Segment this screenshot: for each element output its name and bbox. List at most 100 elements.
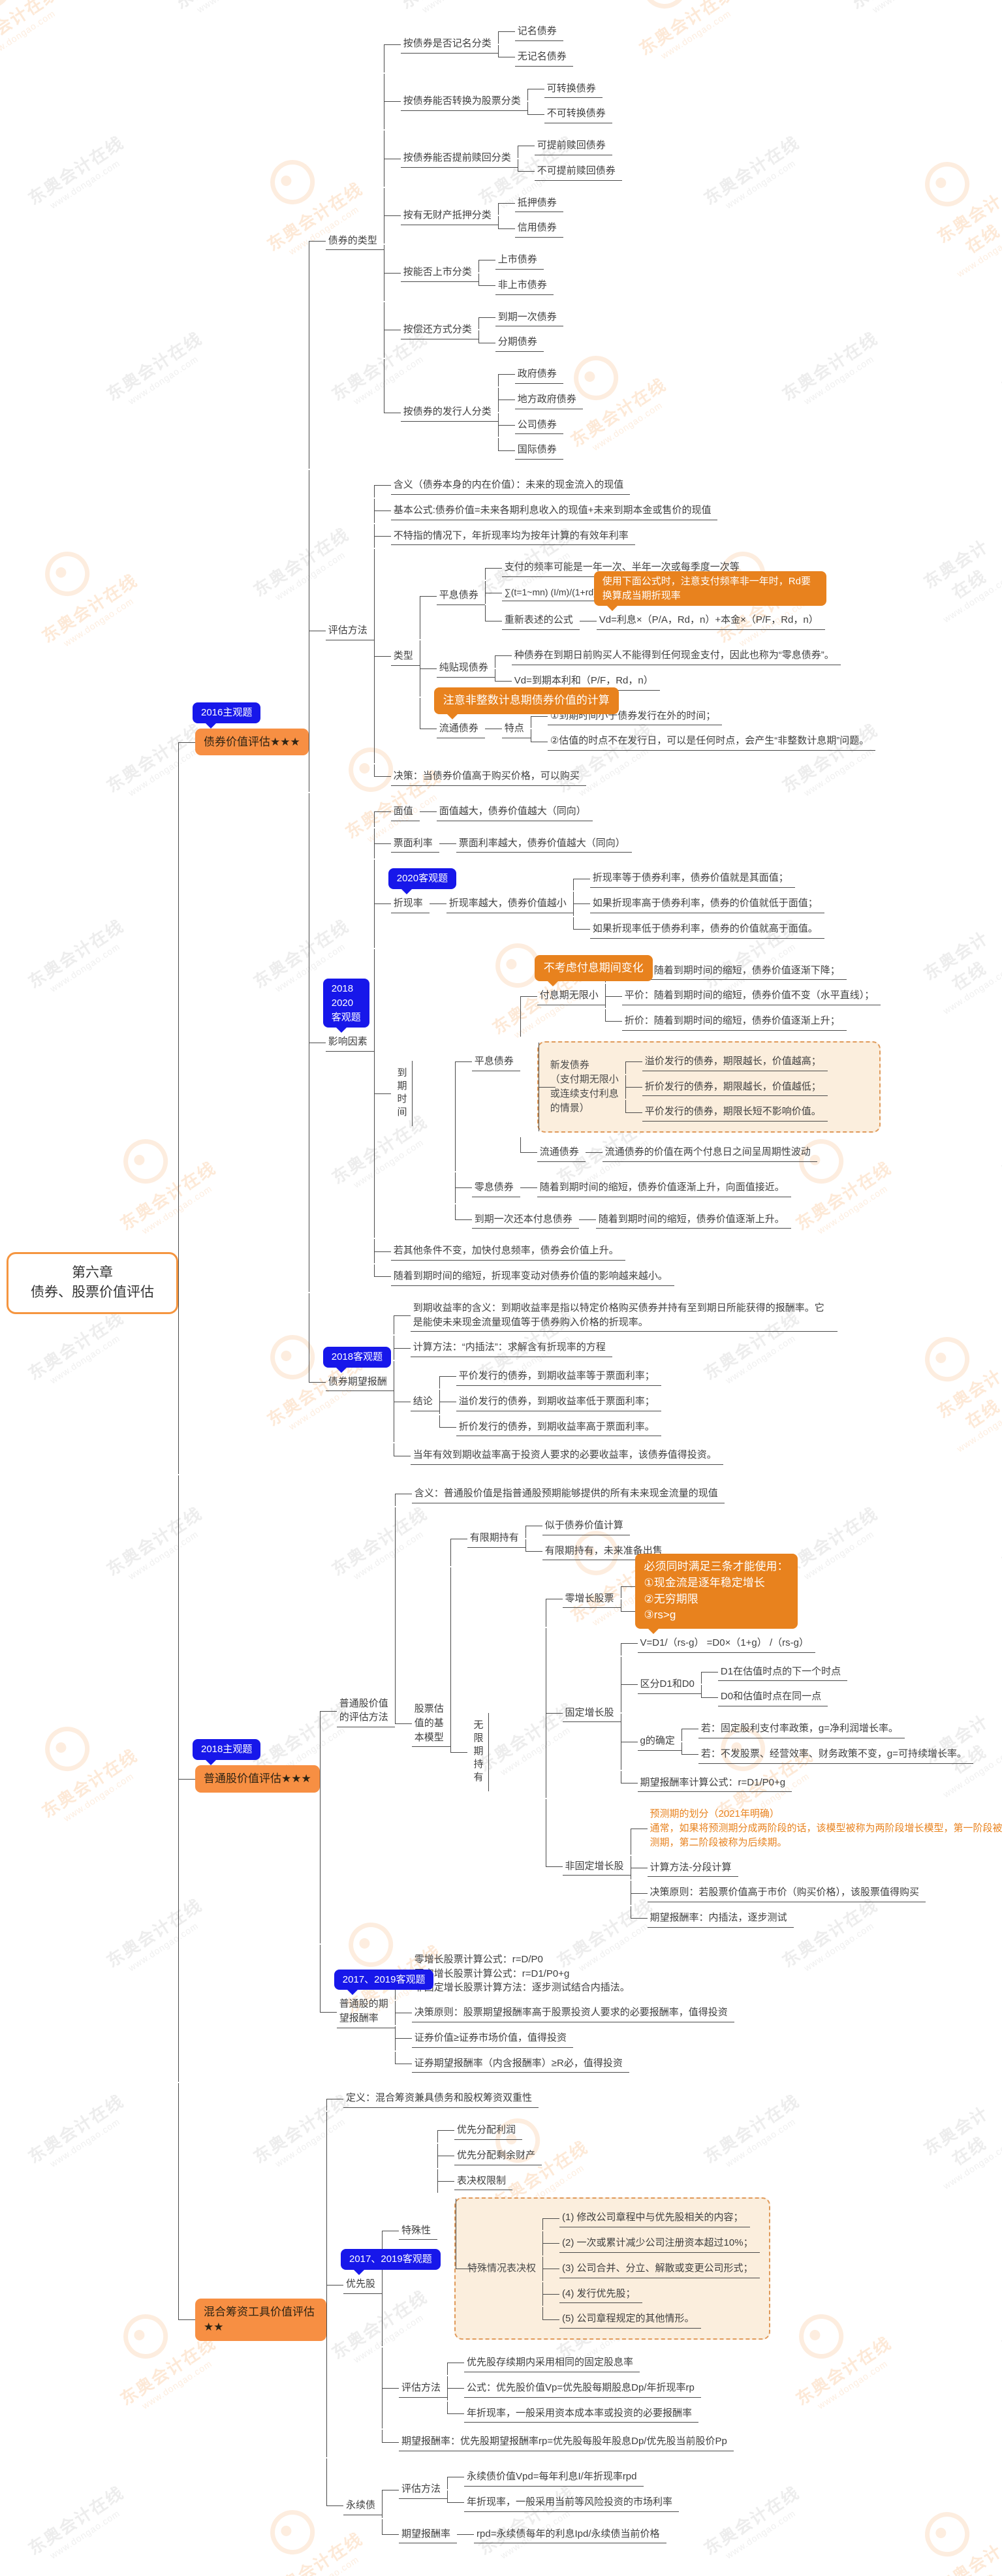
topic[interactable]: 平价发行的债券，到期收益率等于票面利率； [439, 1364, 661, 1389]
topic[interactable]: 公式：优先股价值Vp=优先股每期股息Dp/年折现率rp [447, 2376, 701, 2400]
topic[interactable]: 按能否上市分类上市债券非上市债券 [383, 245, 622, 301]
topic[interactable]: 纯贴现债券种债券在到期日前购买人不能得到任何现金支付，因此也称为“零息债券”。V… [419, 640, 875, 697]
note-callout[interactable]: 不考虑付息期间变化 [534, 954, 653, 986]
topic[interactable]: 不特指的情况下，年折现率均为按年计算的有效年利率 [373, 524, 876, 548]
topic[interactable]: 期望报酬率计算公式：r=D1/P0+g [620, 1770, 973, 1795]
topic[interactable]: 含义：普通股价值是指普通股预期能够提供的所有未来现金流量的现值 [394, 1482, 998, 1506]
topic[interactable]: 期望报酬率：内插法，逐步测试 [630, 1906, 998, 1930]
topic[interactable]: (5) 公司章程规定的其他情形。 [542, 2307, 760, 2331]
topic[interactable]: 平价发行的债券，期限长短不影响价值。 [625, 1100, 828, 1124]
topic[interactable]: 公司债券 [497, 413, 583, 437]
topic[interactable]: 股票估 值的基 本模型有限期持有似于债券价值计算有限期持有，未来准备出售无限期持… [394, 1507, 1002, 1940]
topic[interactable]: 结论平价发行的债券，到期收益率等于票面利率；溢价发行的债券，到期收益率低于票面利… [393, 1361, 838, 1443]
topic[interactable]: 政府债券 [497, 362, 583, 386]
topic[interactable]: 上市债券 [478, 248, 554, 272]
exam-year-callout[interactable]: 2016主观题 [193, 702, 261, 729]
topic[interactable]: 无限期持有零增长股票v=D/rs期望报酬率rs=D/P0固定增长股必须同时满足三… [450, 1554, 1002, 1937]
topic[interactable]: 平价：随着到期时间的缩短，债券价值不变（水平直线）； [604, 984, 881, 1008]
topic[interactable]: 到期收益率的含义：到期收益率是指以特定价格购买债券并持有至到期日所能获得的报酬率… [393, 1296, 838, 1335]
topic[interactable]: 种债券在到期日前购买人不能得到任何现金支付，因此也称为“零息债券”。 [494, 644, 841, 668]
common-stock-branch[interactable]: 2018主观题普通股价值评估★★★普通股价值 的评估方法含义：普通股价值是指普通… [178, 1475, 1002, 2082]
topic[interactable]: 折价：随着到期时间的缩短，债券价值逐渐上升； [604, 1009, 881, 1033]
exam-year-callout[interactable]: 2017、2019客观题 [341, 2249, 441, 2275]
note-callout[interactable]: 必须同时满足三条才能使用： ①现金流是逐年稳定增长 ②无穷期限 ③rs>g [634, 1554, 798, 1634]
topic[interactable]: 国际债券 [497, 438, 583, 462]
topic[interactable]: 预测期的划分（2021年明确） 通常，如果将预测期分成两阶段的话，该模型被称为两… [630, 1802, 1002, 1855]
bond-expected-return[interactable]: 2018客观题债券期望报酬到期收益率的含义：到期收益率是指以特定价格购买债券并持… [308, 1293, 881, 1471]
topic[interactable]: 票面利率越大，债券价值越大（同向） [439, 832, 632, 856]
preferred-stock[interactable]: 2017、2019客观题优先股特殊性优先分配利润优先分配剩余财产表决权限制特殊情… [326, 2112, 770, 2458]
topic[interactable]: 随着到期时间的缩短，债券价值逐渐上升，向面值接近。 [520, 1176, 791, 1200]
topic[interactable]: 随着到期时间的缩短，折现率变动对债券价值的影响越来越小。 [373, 1264, 881, 1289]
topic[interactable]: 特殊情况表决权(1) 修改公司章程中与优先股相关的内容；(2) 一次或累计减少公… [454, 2197, 770, 2340]
topic[interactable]: 优先分配利润 [437, 2118, 770, 2143]
topic[interactable]: 固定增长股必须同时满足三条才能使用： ①现金流是逐年稳定增长 ②无穷期限 ③rs… [545, 1554, 998, 1798]
exam-year-callout[interactable]: 2020客观题 [388, 868, 457, 894]
topic[interactable]: 票面利率票面利率越大，债券价值越大（同向） [373, 828, 881, 859]
topic[interactable]: 折现率等于债券利率，债券价值就是其面值； [572, 866, 824, 890]
topic[interactable]: 特殊性优先分配利润优先分配剩余财产表决权限制特殊情况表决权(1) 修改公司章程中… [382, 2115, 770, 2347]
topic[interactable]: 非上市债券 [478, 273, 554, 298]
topic[interactable]: 按有无财产抵押分类抵押债券信用债券 [383, 187, 622, 244]
topic[interactable]: 溢价发行的债券，到期收益率低于票面利率； [439, 1389, 661, 1414]
bond-valuation-method[interactable]: 评估方法含义（债券本身的内在价值）：未来的现金流入的现值基本公式:债券价值=未来… [308, 470, 881, 792]
topic[interactable]: 优先股存续期内采用相同的固定股息率 [447, 2351, 701, 2375]
influencing-factors[interactable]: 2018 2020 客观题影响因素面值面值越大，债券价值越大（同向）票面利率票面… [308, 793, 881, 1292]
topic[interactable]: 优先分配剩余财产 [437, 2143, 770, 2168]
topic[interactable]: 记名债券 [497, 20, 573, 44]
topic[interactable]: 有限期持有，未来准备出售 [525, 1539, 669, 1563]
topic[interactable]: 可提前赎回债券 [517, 134, 622, 158]
topic[interactable]: 年折现率，一般采用当前等风险投资的市场利率 [447, 2490, 680, 2515]
topic[interactable]: 若其他条件不变，加快付息频率，债券会价值上升。 [373, 1239, 881, 1263]
topic[interactable]: 按债券能否转换为股票分类可转换债券不可转换债券 [383, 73, 622, 130]
topic[interactable]: 永续债价值Vpd=每年利息I/年折现率rpd [447, 2465, 679, 2489]
topic[interactable]: 类型平息债券支付的频率可能是一年一次、半年一次或每季度一次等∑(t=1~mn) … [373, 549, 876, 763]
topic[interactable]: 折现率越大，债券价值越小折现率等于债券利率，债券价值就是其面值；如果折现率高于债… [429, 863, 824, 944]
topic[interactable]: 决策：当债券价值高于购买价格，可以购买 [373, 764, 876, 789]
topic[interactable]: 溢价发行的债券，期限越长，价值越高； [625, 1050, 828, 1074]
topic[interactable]: 含义（债券本身的内在价值）：未来的现金流入的现值 [373, 473, 876, 497]
topic[interactable]: 折价发行的债券，期限越长，价值越低； [625, 1075, 828, 1099]
topic[interactable]: 平息债券支付的频率可能是一年一次、半年一次或每季度一次等∑(t=1~mn) (I… [419, 552, 875, 639]
topic[interactable]: 到期一次债券 [478, 306, 563, 330]
topic[interactable]: 当年有效到期收益率高于投资人要求的必要收益率，该债券值得投资。 [393, 1443, 838, 1468]
topic[interactable]: 流通债券流通债券的价值在两个付息日之间呈周期性波动 [520, 1137, 881, 1168]
topic[interactable]: 不考虑付息期间变化付息期无限小溢价：随着到期时间的缩短，债券价值逐渐下降；平价：… [520, 954, 881, 1037]
topic[interactable]: 流通债券的价值在两个付息日之间呈周期性波动 [585, 1140, 817, 1165]
topic[interactable]: 年折现率，一般采用资本成本率或投资的必要报酬率 [447, 2401, 701, 2426]
topic[interactable]: ②估值的时点不在发行日，可以是任何时点，会产生“非整数计息期”问题。 [530, 729, 876, 753]
topic[interactable]: 按偿还方式分类到期一次债券分期债券 [383, 302, 622, 358]
topic[interactable]: 评估方法优先股存续期内采用相同的固定股息率公式：优先股价值Vp=优先股每期股息D… [382, 2348, 770, 2429]
topic[interactable]: 按债券能否提前赎回分类可提前赎回债券不可提前赎回债券 [383, 131, 622, 187]
topic[interactable]: 面值面值越大，债券价值越大（同向） [373, 796, 881, 827]
exam-year-callout[interactable]: 2017、2019客观题 [334, 1969, 434, 1995]
topic[interactable]: 基本公式:债券价值=未来各期利息收入的现值+未来到期本金或售价的现值 [373, 498, 876, 523]
topic[interactable]: (2) 一次或累计减少公司注册资本超过10%； [542, 2231, 760, 2255]
topic[interactable]: 若：不发股票、经营效率、财务政策不变，g=可持续增长率。 [681, 1742, 973, 1767]
topic[interactable]: 新发债券 （支付期无限小 或连续支付利息 的情景）溢价发行的债券，期限越长，价值… [537, 1041, 881, 1133]
topic[interactable]: 非固定增长股预测期的划分（2021年明确） 通常，如果将预测期分成两阶段的话，该… [545, 1799, 1002, 1934]
topic[interactable]: (4) 发行优先股； [542, 2282, 760, 2306]
note-callout[interactable]: 注意非整数计息期债券价值的计算 [433, 687, 619, 719]
topic[interactable]: 面值越大，债券价值越大（同向） [419, 800, 593, 824]
topic[interactable]: 不可提前赎回债券 [517, 159, 622, 183]
topic[interactable]: 如果折现率高于债券利率，债券的价值就低于面值； [572, 892, 824, 916]
topic[interactable]: 按债券是否记名分类记名债券无记名债券 [383, 16, 622, 72]
topic[interactable]: 按债券的发行人分类政府债券地方政府债券公司债券国际债券 [383, 359, 622, 465]
bond-value-branch[interactable]: 2016主观题债券价值评估★★★债券的类型按债券是否记名分类记名债券无记名债券按… [178, 10, 998, 1475]
topic[interactable]: rpd=永续债每年的利息Ipd/永续债当前价格 [457, 2522, 666, 2547]
topic[interactable]: D1在估值时点的下一个时点 [700, 1660, 848, 1684]
topic[interactable]: 信用债券 [497, 216, 563, 240]
note-callout[interactable]: 使用下面公式时，注意支付频率非一年时，Rd要换算成当期折现率 [593, 571, 826, 611]
common-stock-valuation[interactable]: 普通股价值 的评估方法含义：普通股价值是指普通股预期能够提供的所有未来现金流量的… [319, 1479, 1002, 1943]
bond-types[interactable]: 债券的类型按债券是否记名分类记名债券无记名债券按债券能否转换为股票分类可转换债券… [308, 13, 881, 469]
topic[interactable]: 不可转换债券 [527, 102, 612, 126]
topic[interactable]: 有限期持有似于债券价值计算有限期持有，未来准备出售 [450, 1511, 998, 1567]
topic[interactable]: 折价发行的债券，到期收益率高于票面利率。 [439, 1415, 661, 1439]
